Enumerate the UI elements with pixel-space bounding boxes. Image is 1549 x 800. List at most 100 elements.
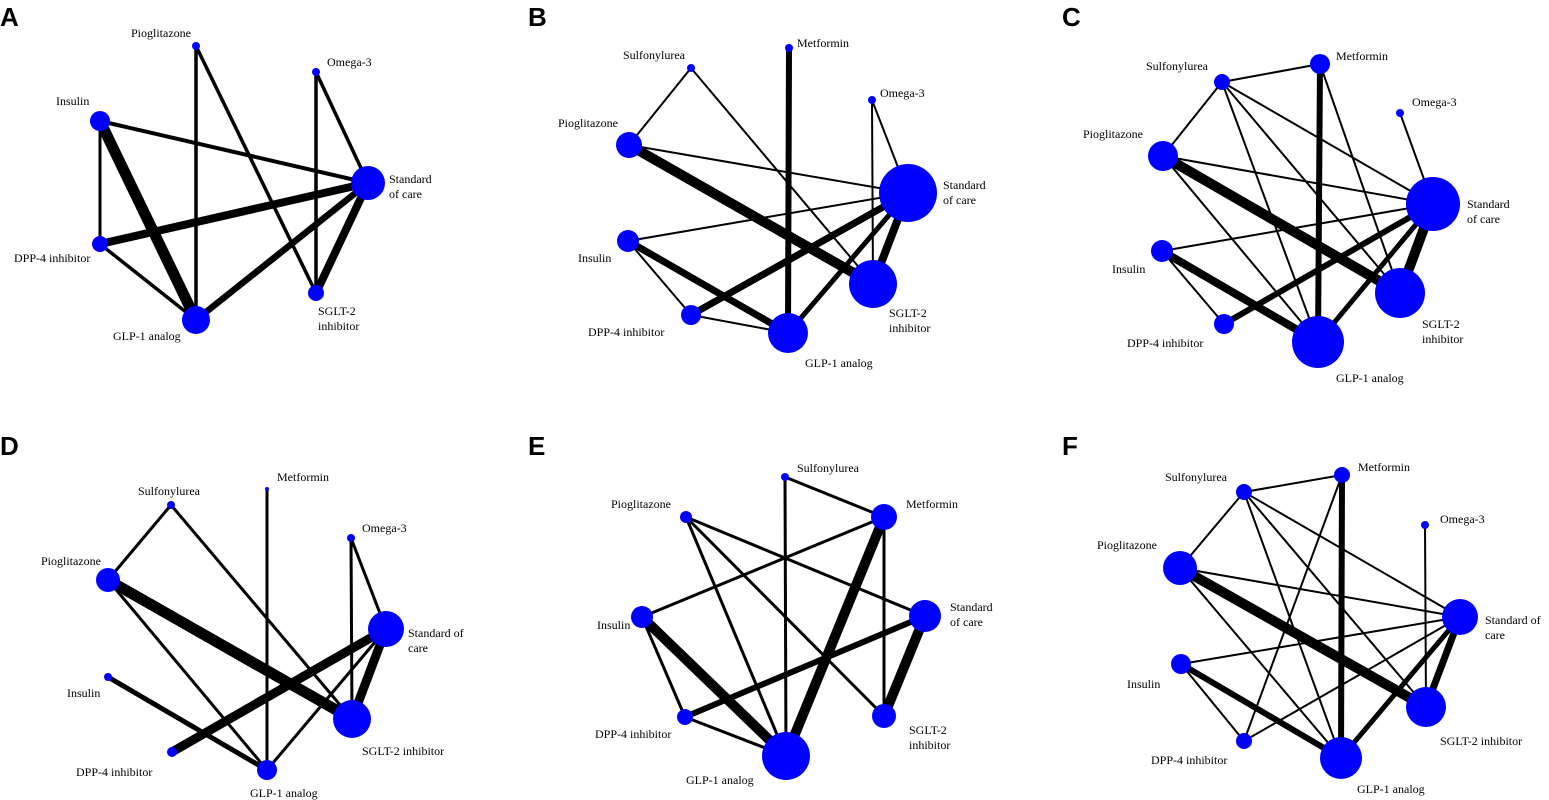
panel-letter-a: A <box>0 2 19 32</box>
node-dpp <box>1214 314 1234 334</box>
node-label-glp: GLP-1 analog <box>686 773 754 787</box>
edge-sul-met <box>784 475 885 519</box>
edge-ins-glp <box>638 613 790 760</box>
node-sglt <box>849 260 897 308</box>
edge-sul-pio <box>106 504 173 581</box>
edge-met-ins <box>641 515 885 619</box>
edge-met-glp <box>1338 474 1345 759</box>
edge-ins-dpp <box>1180 663 1245 742</box>
node-ins <box>104 673 112 681</box>
node-label-pio: Pioglitazone <box>558 116 618 130</box>
node-label-ins: Insulin <box>578 251 611 265</box>
node-label-sul: Sulfonylurea <box>1146 59 1209 73</box>
panel-letter-f: F <box>1062 431 1078 461</box>
nodes-e: SulfonylureaMetforminPioglitazoneStandar… <box>595 461 993 787</box>
node-glp <box>1320 737 1362 779</box>
nodes-d: MetforminSulfonylureaOmega-3Pioglitazone… <box>41 470 464 800</box>
edges-e <box>638 475 930 760</box>
edge-pio-glp <box>106 579 269 771</box>
edge-met-glp <box>785 47 792 334</box>
node-met <box>1310 54 1330 74</box>
node-glp <box>182 306 210 334</box>
node-ins <box>1171 654 1191 674</box>
edge-pio-glp <box>684 516 788 757</box>
node-label-met: Metformin <box>1358 460 1410 474</box>
node-label-ins: Insulin <box>56 94 89 108</box>
panel-f: FMetforminSulfonylureaOmega-3Pioglitazon… <box>1062 431 1541 796</box>
edge-ins-soc <box>627 192 909 242</box>
node-label-sul: Sulfonylurea <box>797 461 860 475</box>
edge-om-sglt <box>349 537 354 720</box>
node-label-pio: Pioglitazone <box>1083 127 1143 141</box>
node-label-dpp: DPP-4 inhibitor <box>76 765 152 779</box>
node-label-om: Omega-3 <box>362 521 407 535</box>
edge-ins-dpp <box>1161 250 1225 325</box>
edge-ins-glp <box>1179 661 1343 761</box>
node-om <box>347 534 355 542</box>
edge-pio-soc <box>1162 155 1434 205</box>
node-label-ins: Insulin <box>1127 677 1160 691</box>
node-label-glp: GLP-1 analog <box>250 786 318 800</box>
panel-c: CMetforminSulfonylureaOmega-3Pioglitazon… <box>1062 2 1510 385</box>
nodes-f: MetforminSulfonylureaOmega-3Pioglitazone… <box>1097 460 1541 796</box>
edge-ins-soc <box>99 119 369 185</box>
edge-dpp-soc <box>169 625 389 756</box>
node-label-sul: Sulfonylurea <box>1165 470 1228 484</box>
edge-dpp-soc <box>683 613 927 720</box>
node-label-ins: Insulin <box>1112 262 1145 276</box>
edge-met-dpp <box>1243 474 1343 742</box>
edge-om-soc <box>314 71 370 184</box>
node-sglt <box>308 285 324 301</box>
panel-letter-d: D <box>0 431 19 461</box>
node-label-glp: GLP-1 analog <box>113 329 181 343</box>
edge-pio-soc <box>1179 567 1461 618</box>
edge-sul-met <box>1221 63 1321 83</box>
node-label-dpp: DPP-4 inhibitor <box>595 727 671 741</box>
edge-ins-glp <box>1159 247 1321 346</box>
node-ins <box>90 111 110 131</box>
node-glp <box>762 732 810 780</box>
node-ins <box>631 606 653 628</box>
node-pio <box>1148 141 1178 171</box>
edge-pio-soc <box>628 144 909 194</box>
node-label-sul: Sulfonylurea <box>623 48 686 62</box>
edge-dpp-soc <box>99 179 369 248</box>
node-om <box>312 68 320 76</box>
edge-ins-dpp <box>627 240 692 316</box>
panel-letter-b: B <box>528 2 547 32</box>
node-label-met: Metformin <box>797 36 849 50</box>
edge-sul-glp <box>1221 81 1319 343</box>
edge-pio-soc <box>685 515 926 618</box>
node-om <box>1396 109 1404 117</box>
node-label-met: Metformin <box>1336 49 1388 63</box>
node-dpp <box>92 236 108 252</box>
node-label-sul: Sulfonylurea <box>138 484 201 498</box>
node-label-ins: Insulin <box>67 686 100 700</box>
node-sul <box>781 473 789 481</box>
node-soc <box>351 166 385 200</box>
edge-glp-soc <box>786 191 910 335</box>
node-om <box>868 96 876 104</box>
panel-letter-e: E <box>528 431 545 461</box>
node-sglt <box>1406 687 1446 727</box>
node-met <box>871 504 897 530</box>
edge-pio-sglt <box>194 45 318 294</box>
node-label-glp: GLP-1 analog <box>1357 782 1425 796</box>
edge-ins-glp <box>626 237 790 337</box>
edge-sul-sglt <box>1221 81 1401 294</box>
nodes-c: MetforminSulfonylureaOmega-3Pioglitazone… <box>1083 49 1510 385</box>
edge-met-glp <box>781 515 889 758</box>
edge-pio-sglt <box>105 575 355 724</box>
edge-soc-glp <box>193 180 371 323</box>
node-pio <box>96 568 120 592</box>
edge-ins-soc <box>1180 616 1461 665</box>
node-label-dpp: DPP-4 inhibitor <box>1151 753 1227 767</box>
